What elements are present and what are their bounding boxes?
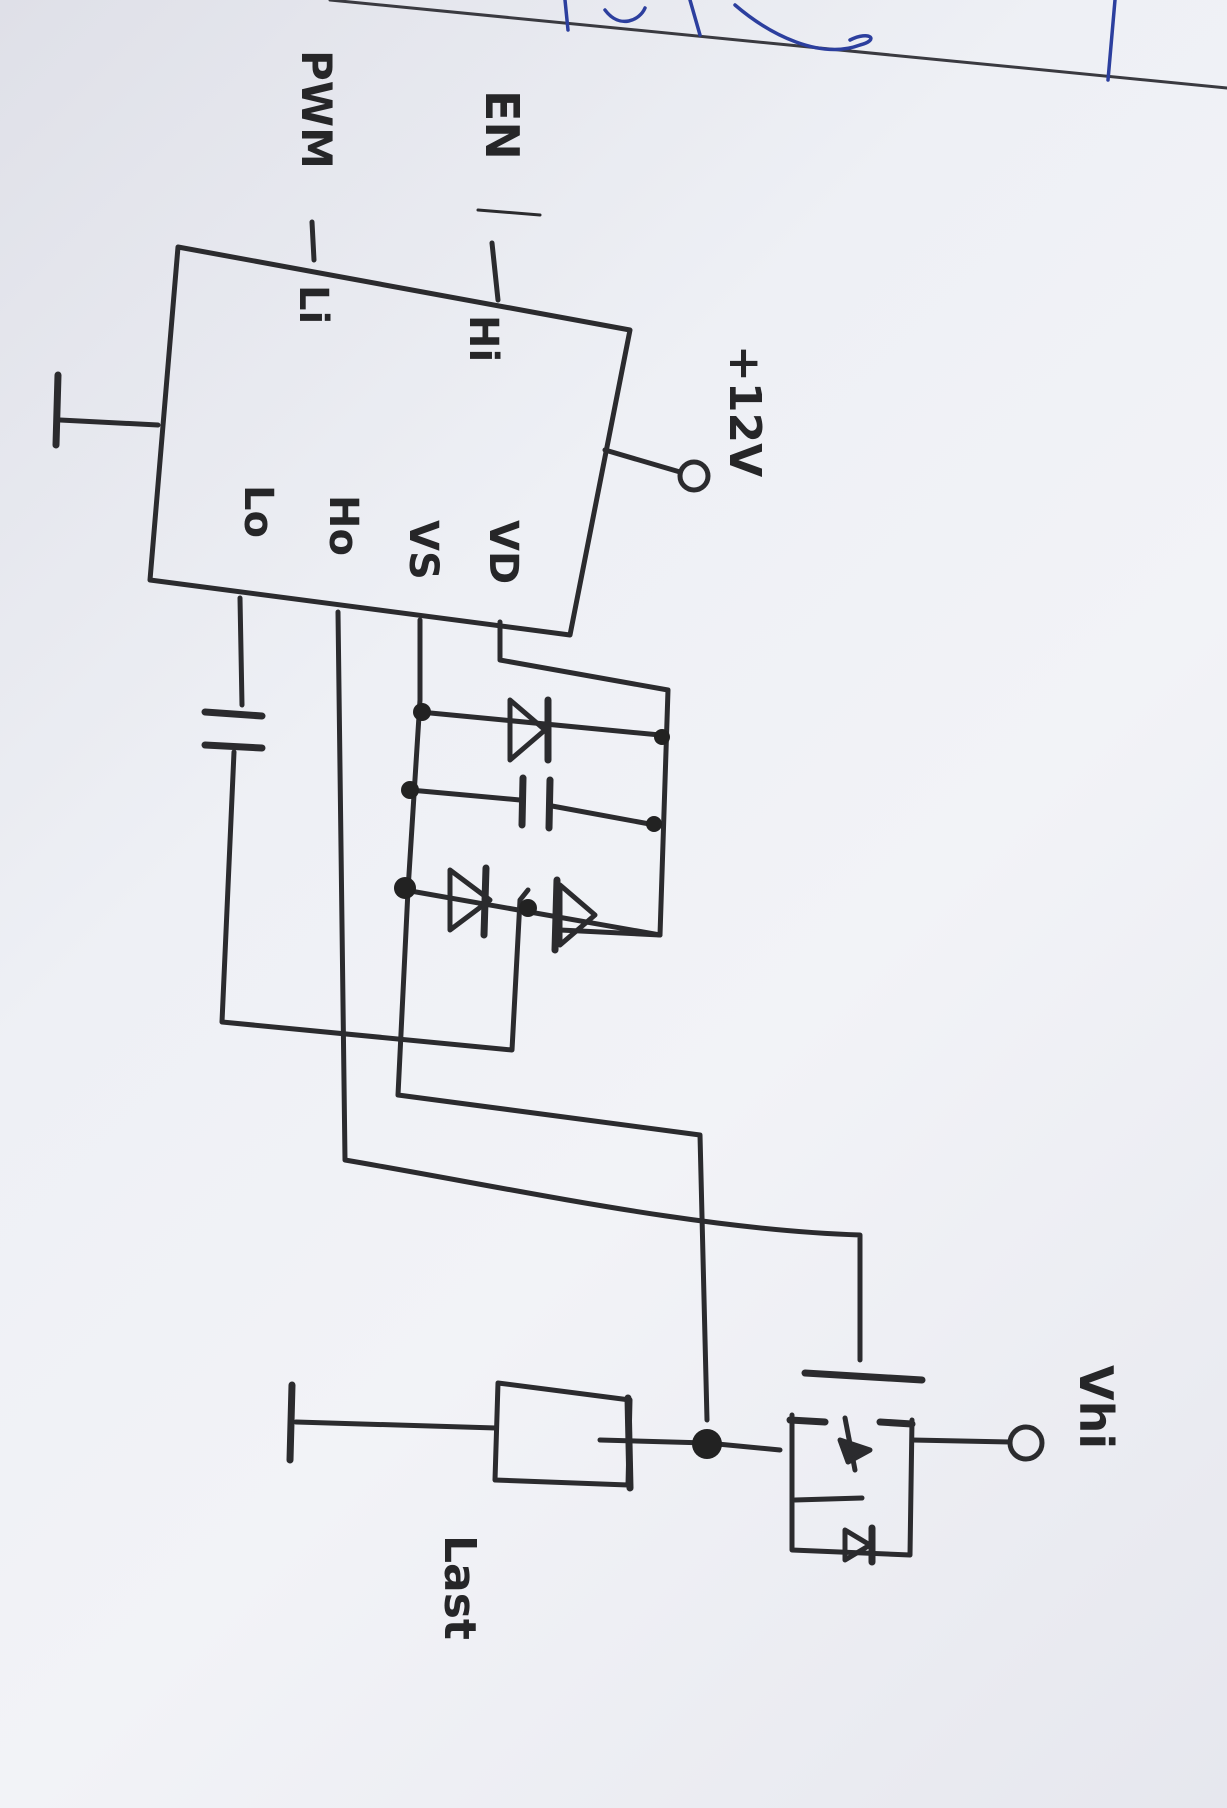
vs-wire bbox=[395, 617, 710, 1423]
supply-wire bbox=[602, 447, 683, 475]
bootstrap-diode-top bbox=[417, 696, 663, 764]
junction-dot bbox=[401, 781, 419, 799]
en-overbar bbox=[476, 208, 542, 217]
switch-node-dot bbox=[692, 1429, 722, 1459]
vhi-terminal bbox=[1007, 1424, 1045, 1462]
bootstrap-capacitor bbox=[407, 774, 658, 832]
junction-dot bbox=[654, 729, 670, 745]
load-label: Last bbox=[434, 1535, 485, 1640]
lo-return-wire bbox=[219, 749, 531, 1053]
ic-ground-wire bbox=[57, 417, 161, 428]
pin-hi-label: Hi bbox=[460, 315, 506, 362]
pwm-label: PWM bbox=[292, 50, 341, 169]
junction-dot bbox=[394, 877, 416, 899]
supply-label: +12V bbox=[719, 345, 770, 477]
ho-wire bbox=[335, 609, 863, 1363]
ic-ground-symbol bbox=[52, 371, 62, 449]
pin-vs-label: VS bbox=[400, 520, 446, 580]
lo-capacitor-plate-a bbox=[201, 708, 266, 720]
junction-dot bbox=[519, 899, 537, 917]
vd-wire bbox=[497, 619, 671, 938]
pin-ho-label: Ho bbox=[320, 495, 366, 556]
en-input-wire bbox=[489, 240, 501, 303]
junction-dot bbox=[646, 816, 662, 832]
notebook-page-lines bbox=[328, 0, 1227, 90]
driver-ic-body bbox=[147, 244, 633, 638]
supply-terminal bbox=[677, 459, 711, 493]
lo-capacitor-plate-b bbox=[201, 741, 266, 752]
load-resistor bbox=[293, 1380, 634, 1492]
pwm-input-wire bbox=[309, 219, 317, 263]
pin-li-label: Li bbox=[290, 285, 336, 324]
pin-lo-label: Lo bbox=[235, 485, 281, 538]
mosfet-switch bbox=[786, 1369, 926, 1566]
pin-vd-label: VD bbox=[480, 520, 526, 584]
vhi-wire bbox=[909, 1437, 1013, 1445]
vhi-label: Vhi bbox=[1069, 1365, 1123, 1449]
load-ground-symbol bbox=[286, 1381, 296, 1464]
en-label: EN bbox=[475, 90, 529, 160]
junction-dot bbox=[413, 703, 431, 721]
lo-wire bbox=[237, 595, 245, 708]
